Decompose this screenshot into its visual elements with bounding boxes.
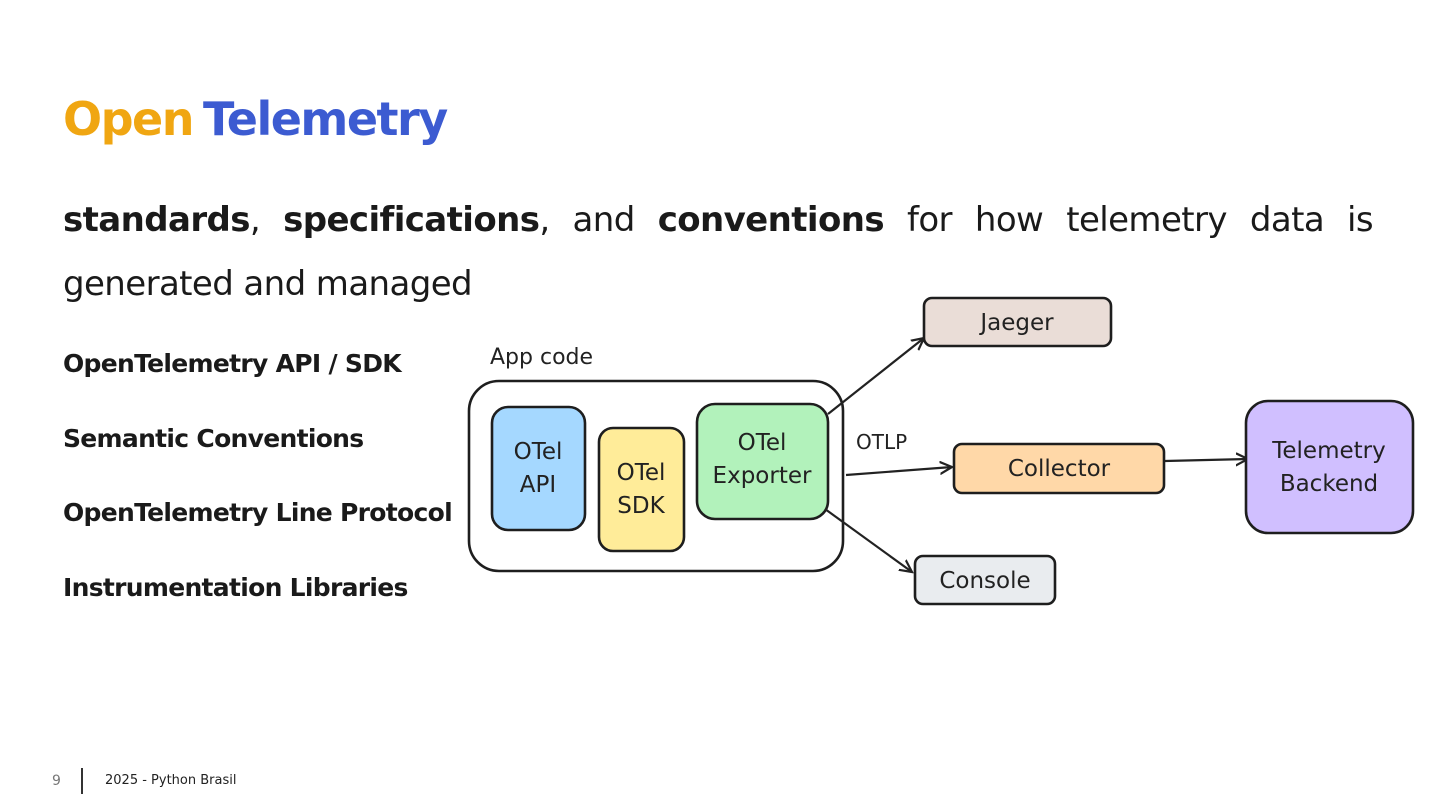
title-open: Open xyxy=(63,92,194,146)
otel-sdk-line2: SDK xyxy=(617,493,665,519)
arrow-to-console xyxy=(824,508,912,572)
feature-instrumentation-libraries: Instrumentation Libraries xyxy=(63,573,408,602)
app-code-container xyxy=(467,379,845,573)
footer-text: 2025 - Python Brasil xyxy=(105,773,237,788)
otel-api-line2: API xyxy=(520,472,556,498)
page-number: 9 xyxy=(52,773,61,789)
telemetry-backend-line1: Telemetry xyxy=(1271,438,1385,464)
collector-box: Collector xyxy=(952,442,1166,495)
otel-api-line1: OTel xyxy=(514,439,563,465)
feature-api-sdk: OpenTelemetry API / SDK xyxy=(63,349,402,378)
arrow-to-jaeger xyxy=(827,338,924,415)
footer-divider xyxy=(81,768,83,794)
collector-label: Collector xyxy=(1008,456,1111,482)
telemetry-backend-box: Telemetry Backend xyxy=(1244,399,1415,535)
subtitle-bold-standards: standards xyxy=(63,200,250,240)
otel-exporter-box: OTel Exporter xyxy=(695,402,830,521)
feature-semantic-conventions: Semantic Conventions xyxy=(63,424,364,453)
otel-sdk-rect xyxy=(597,426,686,553)
console-label: Console xyxy=(939,568,1030,594)
otel-api-box: OTel API xyxy=(490,405,587,532)
title-telemetry: Telemetry xyxy=(202,92,448,146)
otel-exporter-line1: OTel xyxy=(738,430,787,456)
subtitle-text-2: , and xyxy=(539,200,658,240)
arrow-to-collector xyxy=(845,467,952,477)
otlp-label: OTLP xyxy=(856,430,907,454)
otel-sdk-box: OTel SDK xyxy=(597,426,686,553)
slide-subtitle: standards, specifications, and conventio… xyxy=(63,188,1374,316)
arrow-to-backend xyxy=(1164,459,1248,461)
otel-exporter-rect xyxy=(695,402,830,521)
otel-sdk-line1: OTel xyxy=(617,460,666,486)
console-rect xyxy=(913,554,1057,606)
telemetry-backend-line2: Backend xyxy=(1280,471,1378,497)
collector-rect xyxy=(952,442,1166,495)
jaeger-label: Jaeger xyxy=(978,310,1054,336)
subtitle-bold-specifications: specifications xyxy=(283,200,540,240)
console-box: Console xyxy=(913,554,1057,606)
feature-otlp: OpenTelemetry Line Protocol xyxy=(63,498,453,527)
subtitle-text-3: for how telemetry data is generated and … xyxy=(63,200,1374,304)
subtitle-text-1: , xyxy=(249,200,284,240)
app-code-label: App code xyxy=(490,345,593,370)
telemetry-backend-rect xyxy=(1244,399,1415,535)
otel-api-rect xyxy=(490,405,587,532)
subtitle-bold-conventions: conventions xyxy=(657,200,885,240)
otel-exporter-line2: Exporter xyxy=(713,463,812,489)
jaeger-box: Jaeger xyxy=(922,296,1113,348)
jaeger-rect xyxy=(922,296,1113,348)
